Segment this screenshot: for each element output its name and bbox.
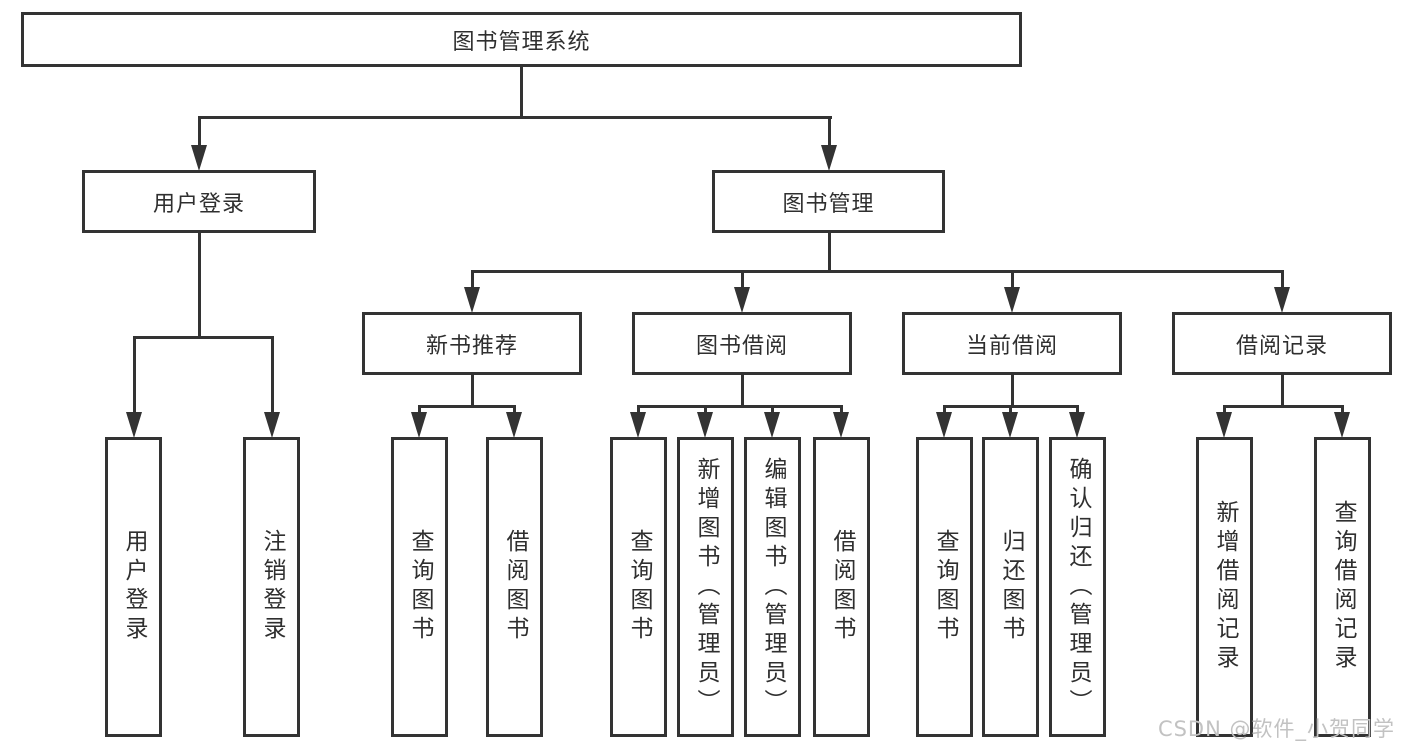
connector-line bbox=[704, 405, 707, 417]
connector-line bbox=[1076, 405, 1079, 417]
arrow-down-icon bbox=[734, 287, 750, 313]
node-book-borrow: 图书借阅 bbox=[632, 312, 852, 375]
arrow-down-icon bbox=[126, 412, 142, 438]
node-label: 新增图书（管理员） bbox=[693, 456, 719, 718]
connector-line bbox=[418, 405, 421, 417]
node-current-borrow: 当前借阅 bbox=[902, 312, 1122, 375]
connector-line bbox=[1281, 374, 1284, 408]
arrow-down-icon bbox=[1004, 287, 1020, 313]
connector-line bbox=[520, 66, 523, 117]
node-label: 图书借阅 bbox=[695, 333, 788, 359]
connector-line bbox=[828, 232, 831, 273]
node-label: 查询图书 bbox=[407, 529, 433, 645]
connector-line bbox=[471, 270, 1284, 273]
leaf-add-book-admin: 新增图书（管理员） bbox=[677, 437, 734, 737]
leaf-query-books-current: 查询图书 bbox=[916, 437, 973, 737]
node-label: 查询图书 bbox=[932, 529, 958, 645]
arrow-down-icon bbox=[1274, 287, 1290, 313]
node-label: 借阅图书 bbox=[502, 529, 528, 645]
connector-line bbox=[133, 336, 136, 416]
node-label: 用户登录 bbox=[152, 191, 245, 217]
connector-line bbox=[1341, 405, 1344, 417]
node-label: 新书推荐 bbox=[425, 333, 518, 359]
connector-line bbox=[637, 405, 640, 417]
node-label: 用户登录 bbox=[121, 529, 147, 645]
connector-line bbox=[741, 270, 744, 292]
connector-line bbox=[513, 405, 516, 417]
arrow-down-icon bbox=[833, 412, 849, 438]
arrow-down-icon bbox=[1216, 412, 1232, 438]
node-label: 编辑图书（管理员） bbox=[760, 456, 786, 718]
connector-line bbox=[840, 405, 843, 417]
node-label: 归还图书 bbox=[998, 529, 1024, 645]
node-root: 图书管理系统 bbox=[21, 12, 1022, 67]
node-label: 新增借阅记录 bbox=[1212, 500, 1238, 674]
connector-line bbox=[637, 405, 843, 408]
connector-line bbox=[828, 116, 831, 150]
connector-line bbox=[1281, 270, 1284, 292]
arrow-down-icon bbox=[821, 145, 837, 171]
node-new-book-recommend: 新书推荐 bbox=[362, 312, 582, 375]
connector-line bbox=[1009, 405, 1012, 417]
leaf-query-books-recommend: 查询图书 bbox=[391, 437, 448, 737]
connector-line bbox=[1011, 374, 1014, 408]
connector-line bbox=[198, 232, 201, 339]
leaf-query-borrow-record: 查询借阅记录 bbox=[1314, 437, 1371, 737]
leaf-borrow-books: 借阅图书 bbox=[813, 437, 870, 737]
connector-line bbox=[943, 405, 946, 417]
connector-line bbox=[1011, 270, 1014, 292]
leaf-add-borrow-record: 新增借阅记录 bbox=[1196, 437, 1253, 737]
leaf-user-login: 用户登录 bbox=[105, 437, 162, 737]
connector-line bbox=[418, 405, 516, 408]
arrow-down-icon bbox=[506, 412, 522, 438]
arrow-down-icon bbox=[1334, 412, 1350, 438]
node-label: 查询图书 bbox=[626, 529, 652, 645]
node-label: 图书管理 bbox=[782, 191, 875, 217]
arrow-down-icon bbox=[697, 412, 713, 438]
arrow-down-icon bbox=[191, 145, 207, 171]
leaf-logout: 注销登录 bbox=[243, 437, 300, 737]
leaf-borrow-books-recommend: 借阅图书 bbox=[486, 437, 543, 737]
connector-line bbox=[771, 405, 774, 417]
arrow-down-icon bbox=[464, 287, 480, 313]
connector-line bbox=[471, 270, 474, 292]
node-label: 借阅图书 bbox=[829, 529, 855, 645]
leaf-query-books-borrow: 查询图书 bbox=[610, 437, 667, 737]
leaf-return-book: 归还图书 bbox=[982, 437, 1039, 737]
connector-line bbox=[198, 116, 832, 119]
connector-line bbox=[198, 116, 201, 150]
arrow-down-icon bbox=[1069, 412, 1085, 438]
node-label: 确认归还（管理员） bbox=[1065, 456, 1091, 718]
node-borrow-records: 借阅记录 bbox=[1172, 312, 1392, 375]
arrow-down-icon bbox=[1002, 412, 1018, 438]
arrow-down-icon bbox=[411, 412, 427, 438]
connector-line bbox=[133, 336, 274, 339]
arrow-down-icon bbox=[264, 412, 280, 438]
node-label: 当前借阅 bbox=[965, 333, 1058, 359]
connector-line bbox=[1223, 405, 1344, 408]
connector-line bbox=[741, 374, 744, 408]
node-book-management: 图书管理 bbox=[712, 170, 945, 233]
csdn-watermark: CSDN @软件_小贺同学 bbox=[1157, 717, 1395, 741]
arrow-down-icon bbox=[764, 412, 780, 438]
connector-line bbox=[471, 374, 474, 408]
node-label: 查询借阅记录 bbox=[1330, 500, 1356, 674]
node-user-login: 用户登录 bbox=[82, 170, 316, 233]
node-label: 借阅记录 bbox=[1235, 333, 1328, 359]
node-label: 注销登录 bbox=[259, 529, 285, 645]
node-label: 图书管理系统 bbox=[452, 29, 591, 55]
connector-line bbox=[271, 336, 274, 416]
leaf-edit-book-admin: 编辑图书（管理员） bbox=[744, 437, 801, 737]
connector-line bbox=[1223, 405, 1226, 417]
arrow-down-icon bbox=[936, 412, 952, 438]
arrow-down-icon bbox=[630, 412, 646, 438]
leaf-confirm-return-admin: 确认归还（管理员） bbox=[1049, 437, 1106, 737]
